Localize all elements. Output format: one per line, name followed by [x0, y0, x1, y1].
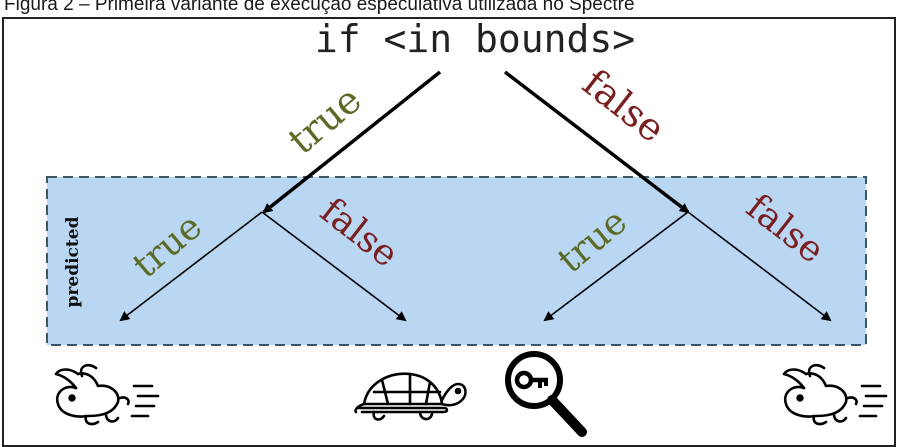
top-true-arrow — [262, 70, 442, 214]
right-true-arrow — [543, 211, 689, 322]
right-false-arrow — [687, 211, 832, 322]
magnifier-key-icon — [505, 351, 587, 437]
rabbit-icon — [54, 363, 160, 426]
top-false-arrow — [503, 70, 690, 214]
figure-caption: Figura 2 – Primeira variante de execução… — [4, 0, 635, 15]
rabbit-icon — [782, 363, 888, 426]
turtle-icon — [354, 372, 467, 421]
condition-text: if <in bounds> — [315, 17, 635, 61]
predicted-label: predicted — [63, 216, 83, 307]
left-false-arrow — [261, 211, 407, 322]
left-true-arrow — [119, 211, 263, 322]
top-true-label: true — [280, 77, 370, 162]
predicted-region — [46, 176, 867, 346]
